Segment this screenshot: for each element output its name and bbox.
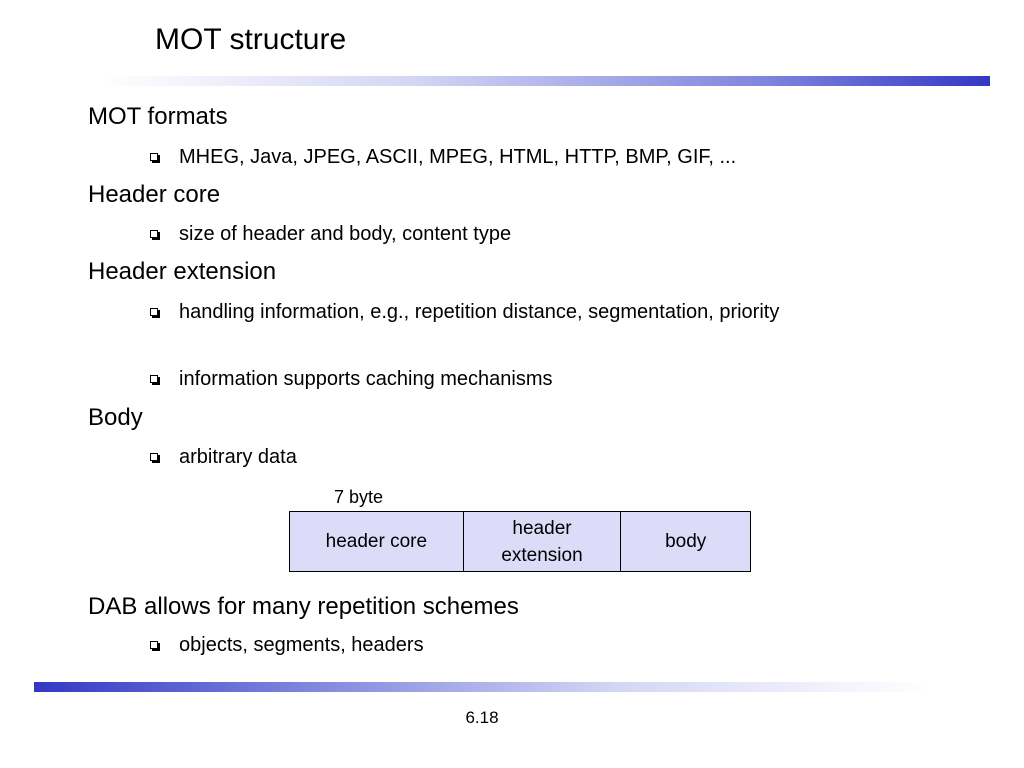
slide-title: MOT structure (155, 23, 347, 56)
page-number: 6.18 (465, 708, 499, 727)
bullet-text: size of header and body, content type (179, 223, 512, 245)
bullet-text: MHEG, Java, JPEG, ASCII, MPEG, HTML, HTT… (179, 146, 737, 168)
checkbox-bullet-icon (150, 375, 158, 383)
bullet-mot-formats-list: MHEG, Java, JPEG, ASCII, MPEG, HTML, HTT… (150, 142, 910, 172)
checkbox-bullet-icon (150, 153, 158, 161)
heading-body: Body (88, 404, 143, 431)
checkbox-bullet-icon (150, 308, 158, 316)
title-underline-bar (100, 76, 990, 86)
diagram-cell-body: body (665, 531, 707, 552)
bullet-text: handling information, e.g., repetition d… (179, 301, 780, 323)
heading-dab-repetition: DAB allows for many repetition schemes (88, 593, 519, 620)
heading-header-core: Header core (88, 181, 221, 208)
mot-object-diagram: header core header extension body (289, 511, 751, 572)
diagram-cell-header-extension: header extension (464, 512, 622, 571)
bullet-caching-mechanisms: information supports caching mechanisms (150, 364, 910, 394)
diagram-cell-header-core: header core (290, 512, 464, 571)
header-core-size-label: 7 byte (334, 487, 384, 507)
checkbox-bullet-icon (150, 641, 158, 649)
bullet-header-core-info: size of header and body, content type (150, 219, 910, 249)
checkbox-bullet-icon (150, 230, 158, 238)
heading-header-extension: Header extension (88, 258, 277, 285)
bullet-repetition-objects: objects, segments, headers (150, 630, 910, 660)
heading-mot-formats: MOT formats (88, 103, 228, 130)
bullet-arbitrary-data: arbitrary data (150, 442, 910, 472)
bullet-handling-information: handling information, e.g., repetition d… (150, 297, 850, 327)
checkbox-bullet-icon (150, 453, 158, 461)
bullet-text: arbitrary data (179, 446, 297, 468)
bullet-text: objects, segments, headers (179, 634, 424, 656)
footer-bar (34, 682, 930, 692)
bullet-text: information supports caching mechanisms (179, 368, 553, 390)
